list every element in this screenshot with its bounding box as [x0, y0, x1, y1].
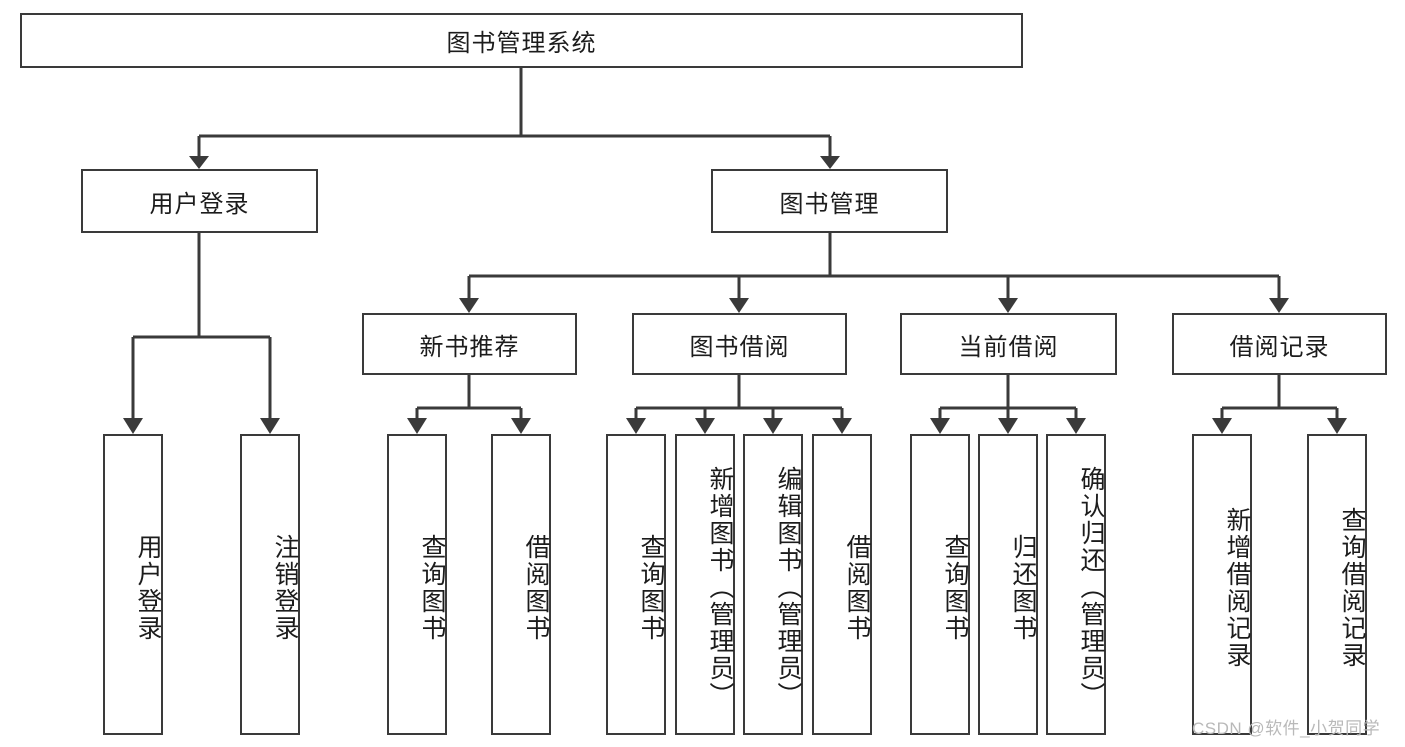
node-label: 借阅记录 [1229, 333, 1330, 361]
node-label: 图书管理 [779, 190, 880, 218]
leaf-query-books-current[interactable]: 查询图书 [910, 434, 970, 735]
node-book-borrowing[interactable]: 图书借阅 [632, 313, 847, 375]
leaf-query-books-recommend[interactable]: 查询图书 [387, 434, 447, 735]
node-label: 归还图书 [1009, 533, 1037, 642]
node-label: 新增图书（管理员） [706, 466, 734, 709]
node-borrow-records[interactable]: 借阅记录 [1172, 313, 1387, 375]
node-label: 注销登录 [271, 533, 299, 642]
leaf-borrow-books-recommend[interactable]: 借阅图书 [491, 434, 551, 735]
node-label: 图书管理系统 [446, 30, 597, 57]
node-label: 新书推荐 [419, 333, 520, 361]
node-label: 图书借阅 [689, 333, 790, 361]
leaf-user-login[interactable]: 用户登录 [103, 434, 163, 735]
node-label: 查询图书 [941, 533, 969, 642]
csdn-watermark: CSDN @软件_小贺同学 [1192, 719, 1381, 738]
node-new-book-recommendation[interactable]: 新书推荐 [362, 313, 577, 375]
leaf-borrow-books[interactable]: 借阅图书 [812, 434, 872, 735]
node-label: 编辑图书（管理员） [774, 466, 802, 709]
node-label: 当前借阅 [958, 333, 1059, 361]
node-label: 查询图书 [418, 533, 446, 642]
node-label: 确认归还（管理员） [1077, 466, 1105, 709]
leaf-return-books[interactable]: 归还图书 [978, 434, 1038, 735]
node-label: 新增借阅记录 [1223, 506, 1251, 669]
leaf-query-borrow-record[interactable]: 查询借阅记录 [1307, 434, 1367, 735]
leaf-edit-book-admin[interactable]: 编辑图书（管理员） [743, 434, 803, 735]
node-label: 用户登录 [134, 533, 162, 642]
node-label: 用户登录 [149, 190, 250, 218]
leaf-add-book-admin[interactable]: 新增图书（管理员） [675, 434, 735, 735]
node-label: 借阅图书 [522, 533, 550, 642]
node-root-library-management-system[interactable]: 图书管理系统 [20, 13, 1023, 68]
leaf-query-books-borrow[interactable]: 查询图书 [606, 434, 666, 735]
node-current-borrowing[interactable]: 当前借阅 [900, 313, 1117, 375]
leaf-add-borrow-record[interactable]: 新增借阅记录 [1192, 434, 1252, 735]
leaf-confirm-return-admin[interactable]: 确认归还（管理员） [1046, 434, 1106, 735]
leaf-logout[interactable]: 注销登录 [240, 434, 300, 735]
node-label: 借阅图书 [843, 533, 871, 642]
node-book-management[interactable]: 图书管理 [711, 169, 948, 233]
node-user-login[interactable]: 用户登录 [81, 169, 318, 233]
node-label: 查询借阅记录 [1338, 506, 1366, 669]
node-label: 查询图书 [637, 533, 665, 642]
